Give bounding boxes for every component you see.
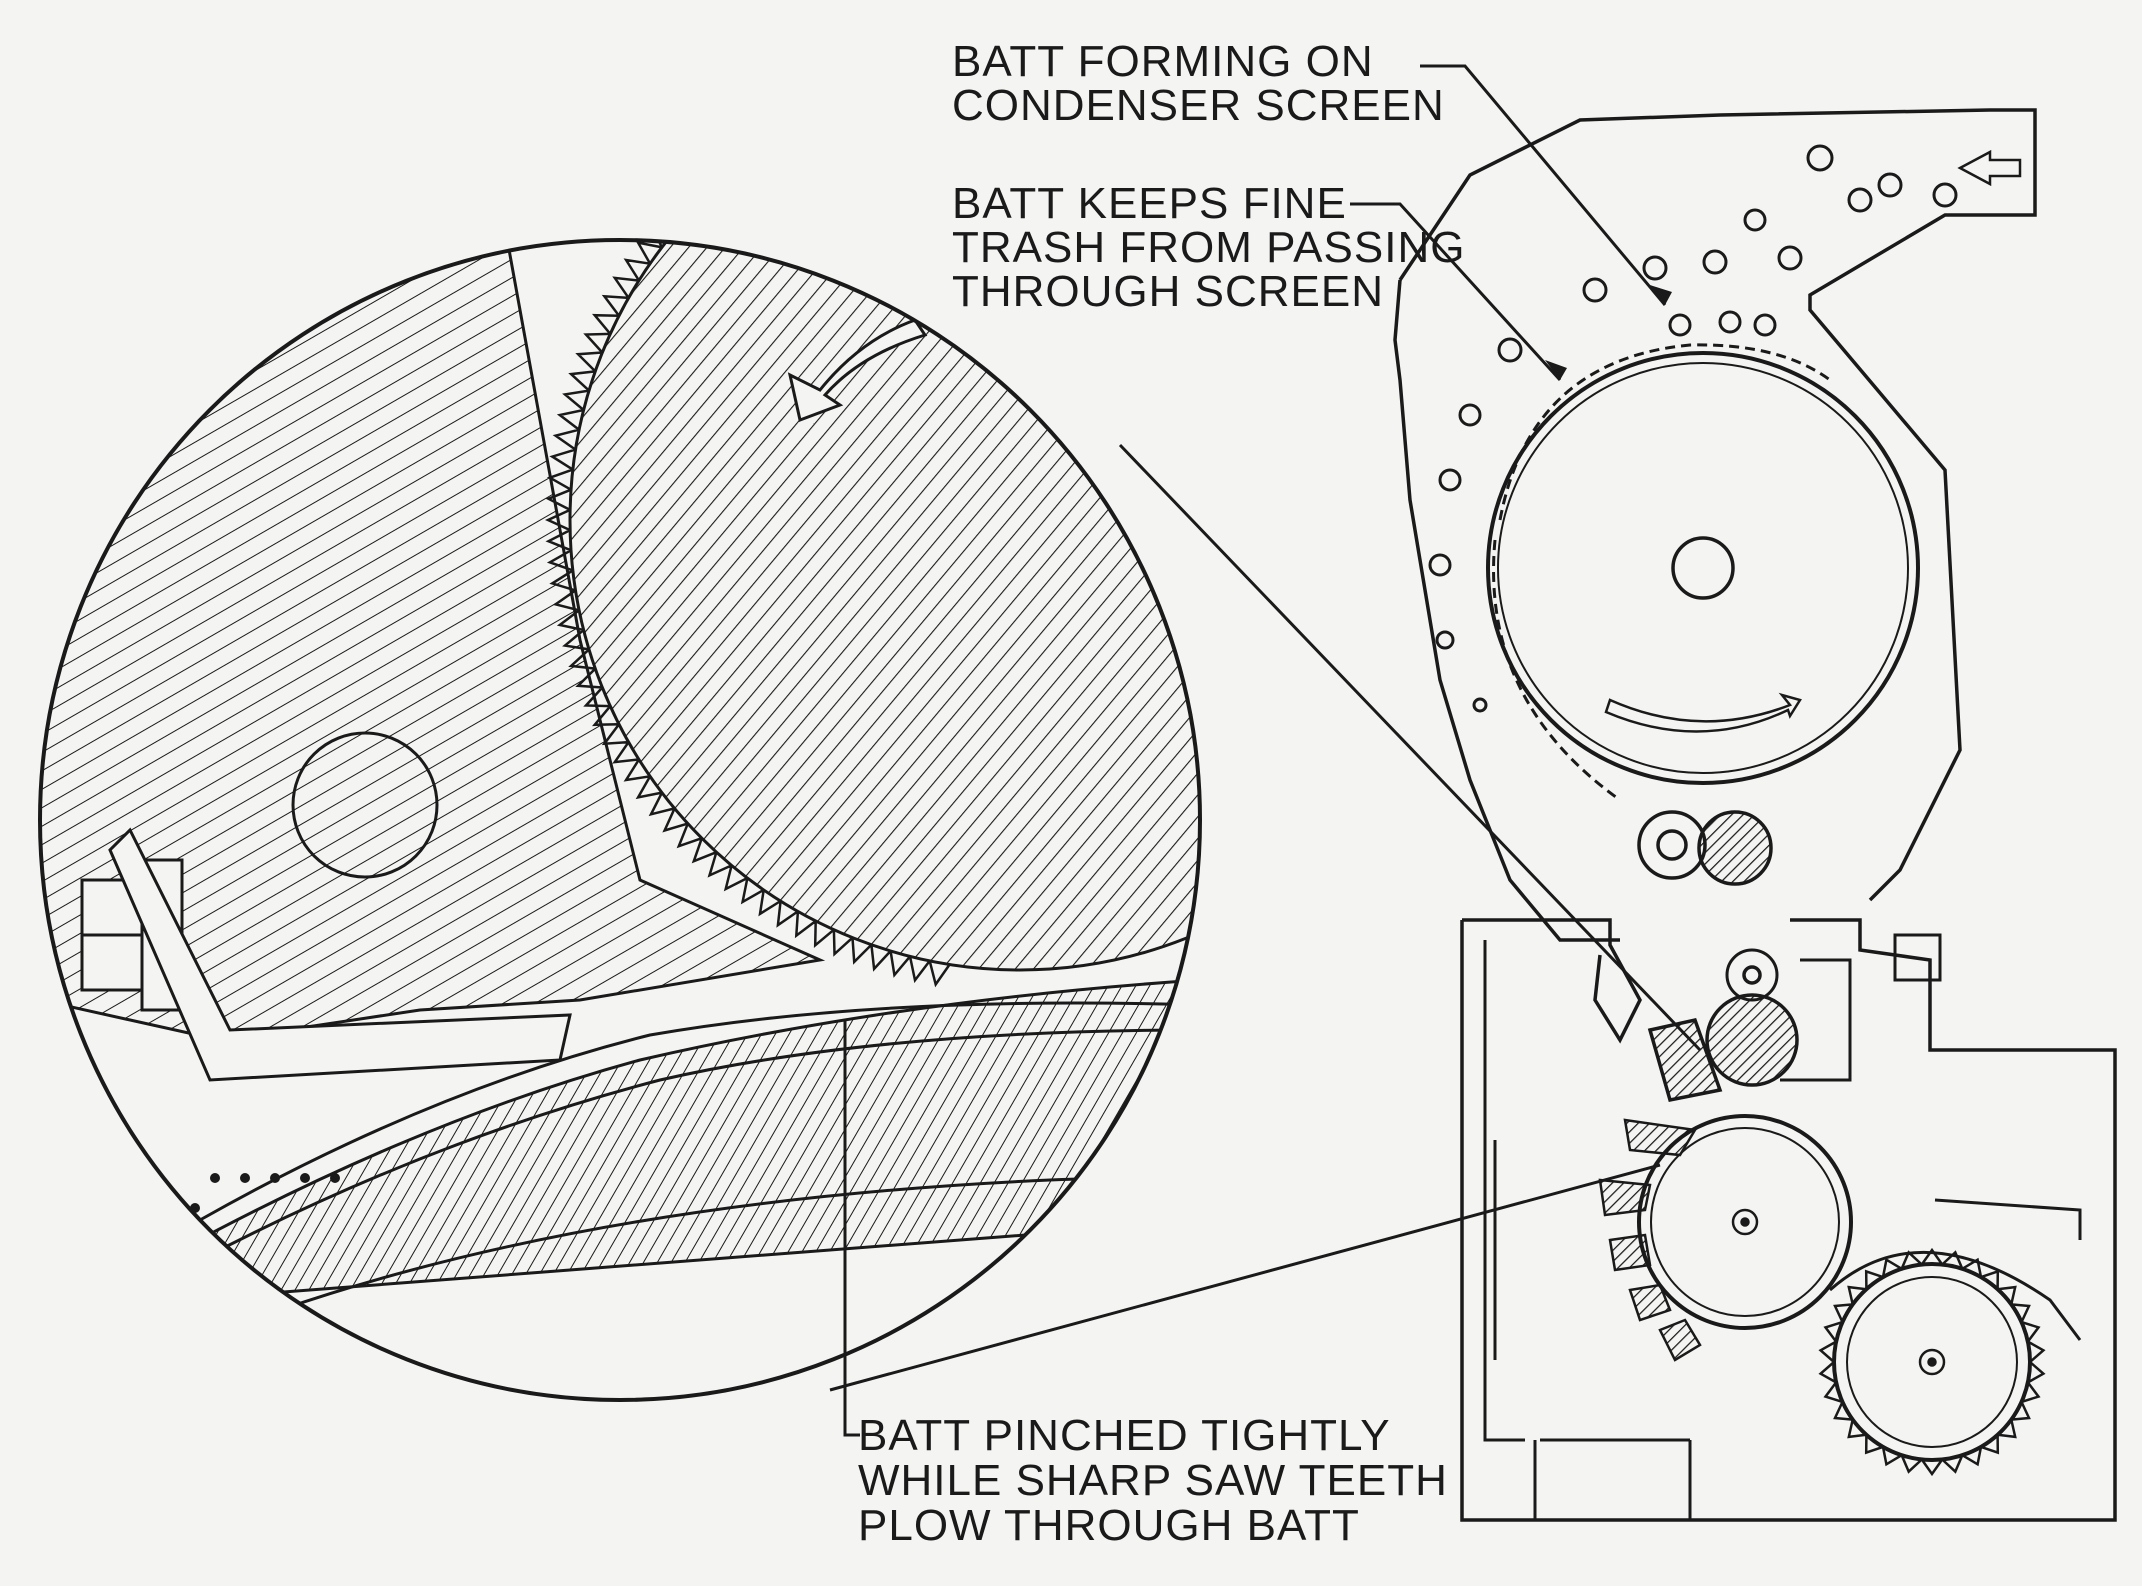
rib-block [40,240,826,1042]
label-pinched-line3: PLOW THROUGH BATT [858,1501,1360,1550]
rib-section [1647,1017,1723,1103]
zoom-connectors [829,443,1702,1392]
lower-frame-inner [1483,940,1525,1442]
leader-fine-trash [1350,202,1562,382]
doffing-roller [1637,810,1707,880]
trash-particles [1428,144,1958,713]
pressure-roller [1697,810,1773,886]
condenser-housing [1398,108,2037,902]
saw-teeth [544,240,1092,988]
feed-roller [1705,993,1799,1087]
label-pinched: BATT PINCHED TIGHTLY WHILE SHARP SAW TEE… [843,1020,1448,1550]
lower-frame-left [1462,918,1642,1044]
gin-machine [1393,108,2117,1522]
condenser-housing-left [1393,279,1620,942]
batt-layer-left [1492,539,1621,802]
leader-pinched [843,1020,860,1437]
label-condenser-line2: CONDENSER SCREEN [952,81,1445,130]
motor-box [1893,933,1942,982]
condenser-hub [1671,536,1735,600]
feed-roller-gear [1725,948,1779,1002]
label-fine-trash-line1: BATT KEEPS FINE [952,179,1347,228]
lower-saw-zoom [178,978,1200,1302]
gin-ribs [1598,1118,1702,1362]
label-fine-trash-line2: TRASH FROM PASSING [952,223,1465,272]
label-pinched-line2: WHILE SHARP SAW TEETH [858,1456,1448,1505]
label-pinched-line1: BATT PINCHED TIGHTLY [858,1411,1391,1460]
condenser-drum [1486,351,1920,785]
saw-cylinder-zoom [568,240,1200,972]
lower-frame-outline [1460,918,2117,1522]
tooth-row [1818,1247,2046,1477]
batt-path [199,1001,1200,1222]
bracket-plate [108,827,572,1082]
brush-teeth [1818,1247,2046,1477]
batt-path-lower [199,1028,1200,1262]
zoom-circle [38,238,1202,1402]
bolt-circle [291,731,439,879]
label-condenser: BATT FORMING ON CONDENSER SCREEN [952,37,1672,306]
rotation-arrow-icon [787,318,928,423]
label-condenser-line1: BATT FORMING ON [952,37,1374,86]
label-fine-trash-line3: THROUGH SCREEN [952,267,1384,316]
label-fine-trash: BATT KEEPS FINE TRASH FROM PASSING THROU… [952,179,1567,382]
tooth-row [544,240,1092,988]
condenser-screen [1497,362,1909,774]
rotation-arrow-icon [1604,692,1802,733]
inlet-arrow-icon [1957,149,2022,187]
saw-cylinder [1637,1114,1853,1330]
feed-housing [1780,958,1852,1082]
leader-condenser [1420,64,1667,306]
